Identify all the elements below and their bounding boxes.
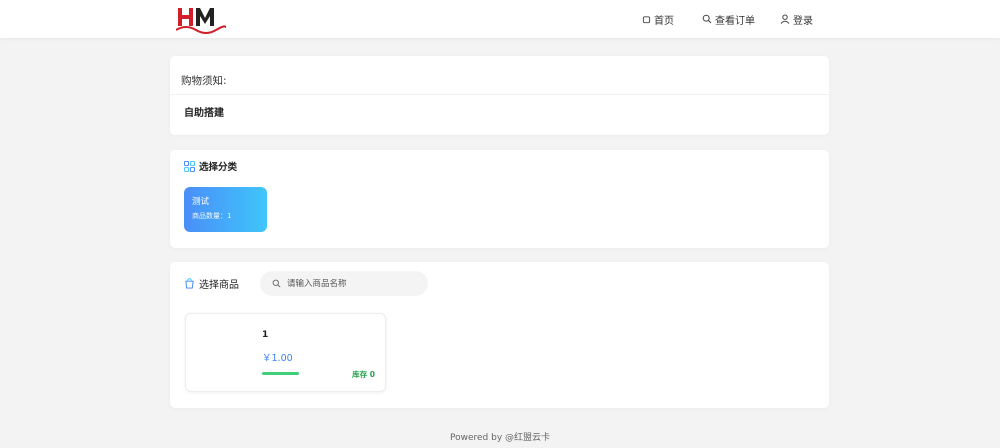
nav-home-label: 首页 [654,15,674,27]
product-price: ￥1.00 [262,353,293,364]
category-section-label: 选择分类 [199,162,238,173]
product-stock: 库存 0 [352,370,375,379]
product-section-label: 选择商品 [199,280,239,291]
notice-title: 购物须知: [181,75,227,87]
category-section-title: 选择分类 [184,159,237,173]
nav-home[interactable]: 首页 [642,0,674,38]
stock-indicator-bar [262,372,299,375]
product-name: 1 [262,330,269,340]
nav-orders[interactable]: 查看订单 [702,0,755,38]
search-icon [702,14,712,24]
home-icon [642,15,651,24]
category-tile[interactable]: 测试 商品数量：1 [184,187,267,232]
top-header: 首页 查看订单 登录 [0,0,1000,38]
nav-login[interactable]: 登录 [780,0,813,38]
site-logo[interactable] [176,4,226,34]
user-icon [780,14,790,24]
notice-body: 自助搭建 [184,108,224,119]
category-count: 商品数量：1 [192,212,232,220]
nav-orders-label: 查看订单 [715,15,755,27]
footer-text: Powered by @红盟云卡 [449,433,551,443]
category-card: 选择分类 测试 商品数量：1 [170,150,829,248]
notice-divider [170,94,829,95]
product-card-section: 选择商品 1 ￥1.00 库存 0 [170,262,829,408]
product-search-box[interactable] [260,271,428,296]
product-section-title: 选择商品 [184,276,239,291]
product-search-input[interactable] [287,278,417,289]
nav-login-label: 登录 [793,15,813,27]
product-item[interactable]: 1 ￥1.00 库存 0 [185,313,386,392]
category-grid-icon [184,160,195,172]
category-name: 测试 [192,197,210,207]
shopping-bag-icon [184,278,195,289]
search-icon [272,279,281,288]
notice-card: 购物须知: 自助搭建 [170,56,829,135]
